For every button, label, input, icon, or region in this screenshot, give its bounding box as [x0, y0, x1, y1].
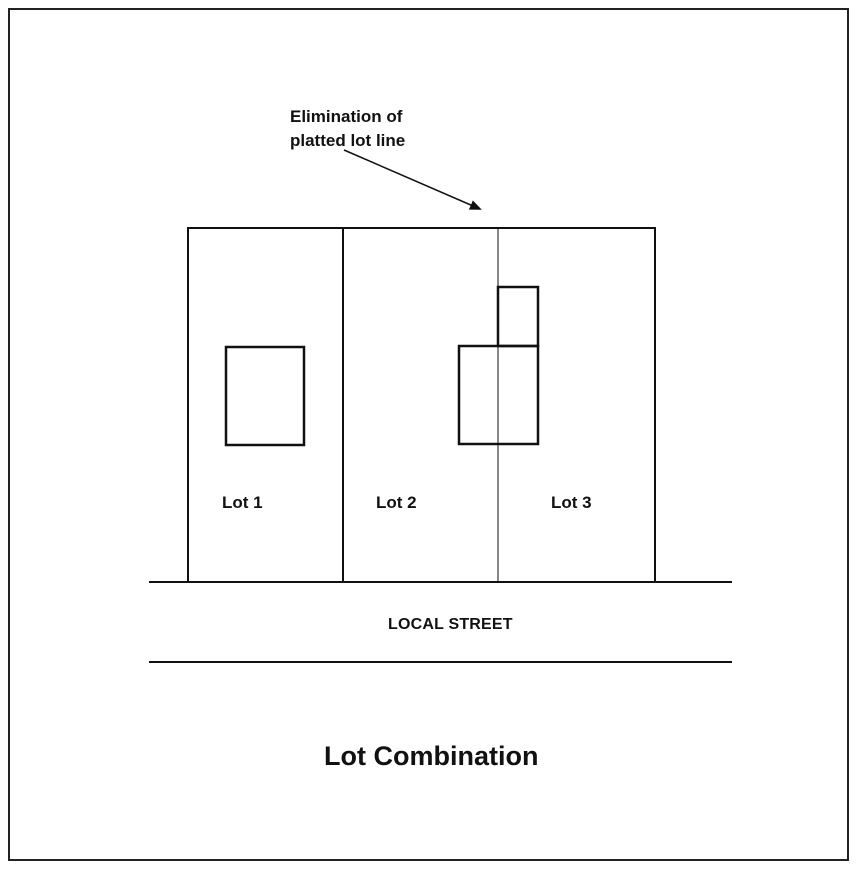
building-lot-1: [224, 345, 306, 447]
annotation-line-1: Elimination of: [290, 107, 403, 126]
lot-3-label: Lot 3: [551, 493, 592, 512]
lots-outline: [187, 227, 656, 583]
annotation-line-2: platted lot line: [290, 131, 406, 150]
annotation-label: Elimination of platted lot line: [290, 105, 405, 153]
diagram-frame: [8, 8, 849, 861]
annotation-arrow: [343, 149, 482, 210]
street-label: LOCAL STREET: [388, 616, 513, 633]
lot-2-label: Lot 2: [376, 493, 417, 512]
lot-1-label: Lot 1: [222, 493, 263, 512]
building-addition: [496, 285, 540, 348]
diagram-title: Lot Combination: [324, 741, 539, 771]
